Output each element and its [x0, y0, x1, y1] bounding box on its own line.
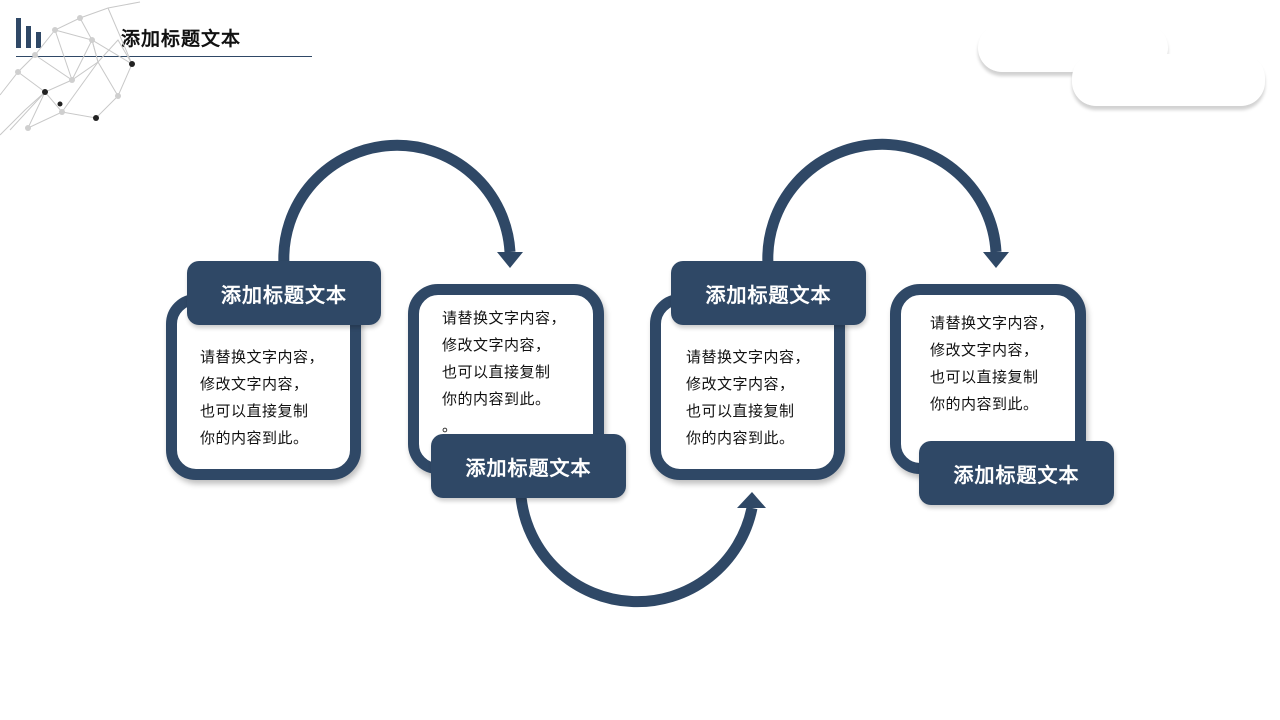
network-decoration	[0, 1, 141, 136]
step-title-2: 添加标题文本	[431, 434, 626, 498]
arc-arrow-3	[762, 138, 1002, 266]
step-text-2: 请替换文字内容， 修改文字内容， 也可以直接复制 你的内容到此。 。	[442, 309, 567, 435]
bar-chart-icon	[16, 18, 48, 48]
arrowhead-1	[497, 252, 523, 268]
cloud-decoration	[1072, 54, 1265, 106]
arc-arrow-2	[515, 496, 758, 608]
step-title-4: 添加标题文本	[919, 441, 1114, 505]
step-title-1: 添加标题文本	[187, 261, 381, 325]
arc-arrow-1	[278, 139, 516, 266]
step-text-3: 请替换文字内容， 修改文字内容， 也可以直接复制 你的内容到此。	[686, 348, 811, 447]
arrowhead-2	[737, 492, 766, 508]
arrowhead-3	[983, 252, 1009, 268]
step-text-1: 请替换文字内容， 修改文字内容， 也可以直接复制 你的内容到此。	[200, 348, 325, 447]
header-divider	[16, 56, 312, 57]
step-title-3: 添加标题文本	[671, 261, 866, 325]
page-title: 添加标题文本	[121, 28, 242, 50]
step-text-4: 请替换文字内容， 修改文字内容， 也可以直接复制 你的内容到此。	[930, 314, 1055, 413]
